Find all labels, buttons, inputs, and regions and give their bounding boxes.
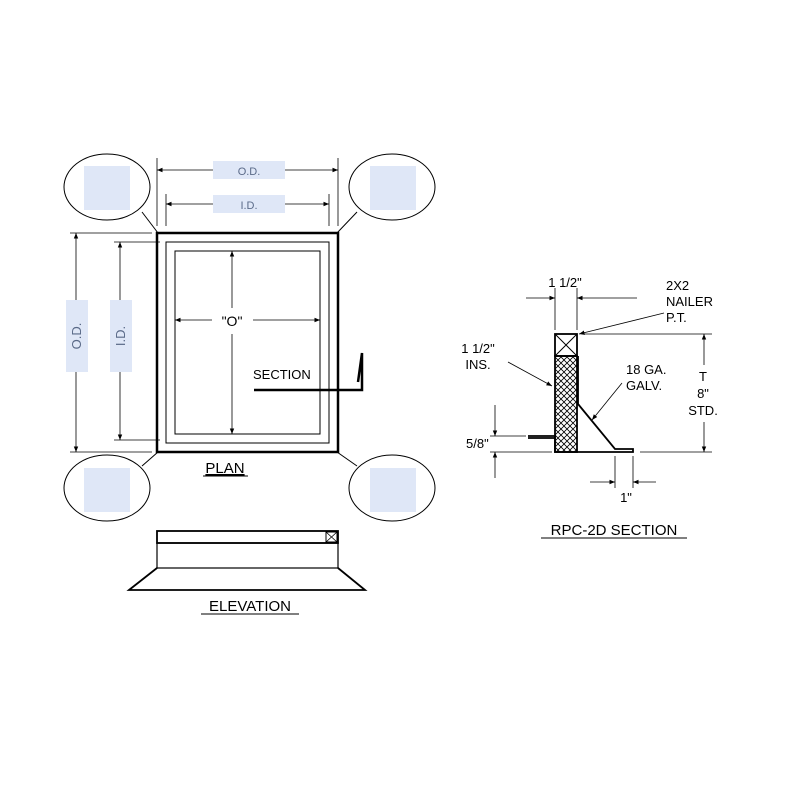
od-top-dimension: O.D. bbox=[156, 158, 339, 226]
od-side-label: O.D. bbox=[69, 323, 84, 350]
height-label-2: 8" bbox=[697, 386, 709, 401]
nailer-label-3: P.T. bbox=[666, 310, 687, 325]
nailer-callout: 2X2 NAILER P.T. bbox=[578, 278, 713, 335]
gauge-callout: 18 GA. GALV. bbox=[591, 362, 666, 421]
insulation-label-2: INS. bbox=[465, 357, 490, 372]
gauge-label-1: 18 GA. bbox=[626, 362, 666, 377]
opening-dimension: "O" bbox=[175, 251, 320, 434]
plan-title: PLAN bbox=[205, 460, 244, 477]
corner-callout-bottom-right bbox=[336, 451, 436, 522]
rpc-section-title: RPC-2D SECTION bbox=[551, 522, 678, 539]
plan-opening bbox=[174, 250, 321, 435]
bottom-label: 1" bbox=[620, 490, 632, 505]
nailer-symbol bbox=[325, 531, 338, 543]
bottom-dimension: 1" bbox=[590, 456, 656, 505]
top-width-dimension: 1 1/2" bbox=[526, 275, 637, 330]
gauge-label-2: GALV. bbox=[626, 378, 662, 393]
rpc-section-view: 1 1/2" 2X2 NAILER P.T. 1 1/2" INS. 18 GA… bbox=[461, 275, 718, 539]
plan-inner-frame bbox=[165, 241, 330, 444]
elevation-title: ELEVATION bbox=[209, 598, 291, 615]
corner-callout-bottom-left bbox=[63, 451, 159, 522]
flange-dimension: 5/8" bbox=[466, 405, 552, 478]
insulation-layer bbox=[554, 355, 578, 453]
top-width-label: 1 1/2" bbox=[548, 275, 582, 290]
elevation-view: ELEVATION bbox=[126, 530, 368, 615]
section-marker-label: SECTION bbox=[253, 367, 311, 382]
height-label-1: T bbox=[699, 369, 707, 384]
height-label-3: STD. bbox=[688, 403, 718, 418]
plan-outer-frame bbox=[155, 231, 340, 454]
corner-callout-top-right bbox=[336, 153, 436, 234]
corner-callout-top-left bbox=[63, 153, 159, 234]
opening-label: "O" bbox=[222, 313, 243, 329]
plan-view: O.D. I.D. O.D. I.D. bbox=[63, 153, 436, 522]
nailer-label-2: NAILER bbox=[666, 294, 713, 309]
id-top-dimension: I.D. bbox=[165, 194, 330, 226]
id-side-label: I.D. bbox=[113, 326, 128, 346]
insulation-label-1: 1 1/2" bbox=[461, 341, 495, 356]
nailer-label-1: 2X2 bbox=[666, 278, 689, 293]
id-top-label: I.D. bbox=[240, 200, 257, 212]
insulation-callout: 1 1/2" INS. bbox=[461, 341, 553, 387]
section-cut-marker: SECTION bbox=[253, 352, 364, 392]
id-side-dimension: I.D. bbox=[110, 241, 160, 441]
height-dimension: T 8" STD. bbox=[582, 333, 718, 453]
od-side-dimension: O.D. bbox=[66, 232, 152, 453]
od-top-label: O.D. bbox=[238, 166, 261, 178]
flange-label: 5/8" bbox=[466, 436, 489, 451]
